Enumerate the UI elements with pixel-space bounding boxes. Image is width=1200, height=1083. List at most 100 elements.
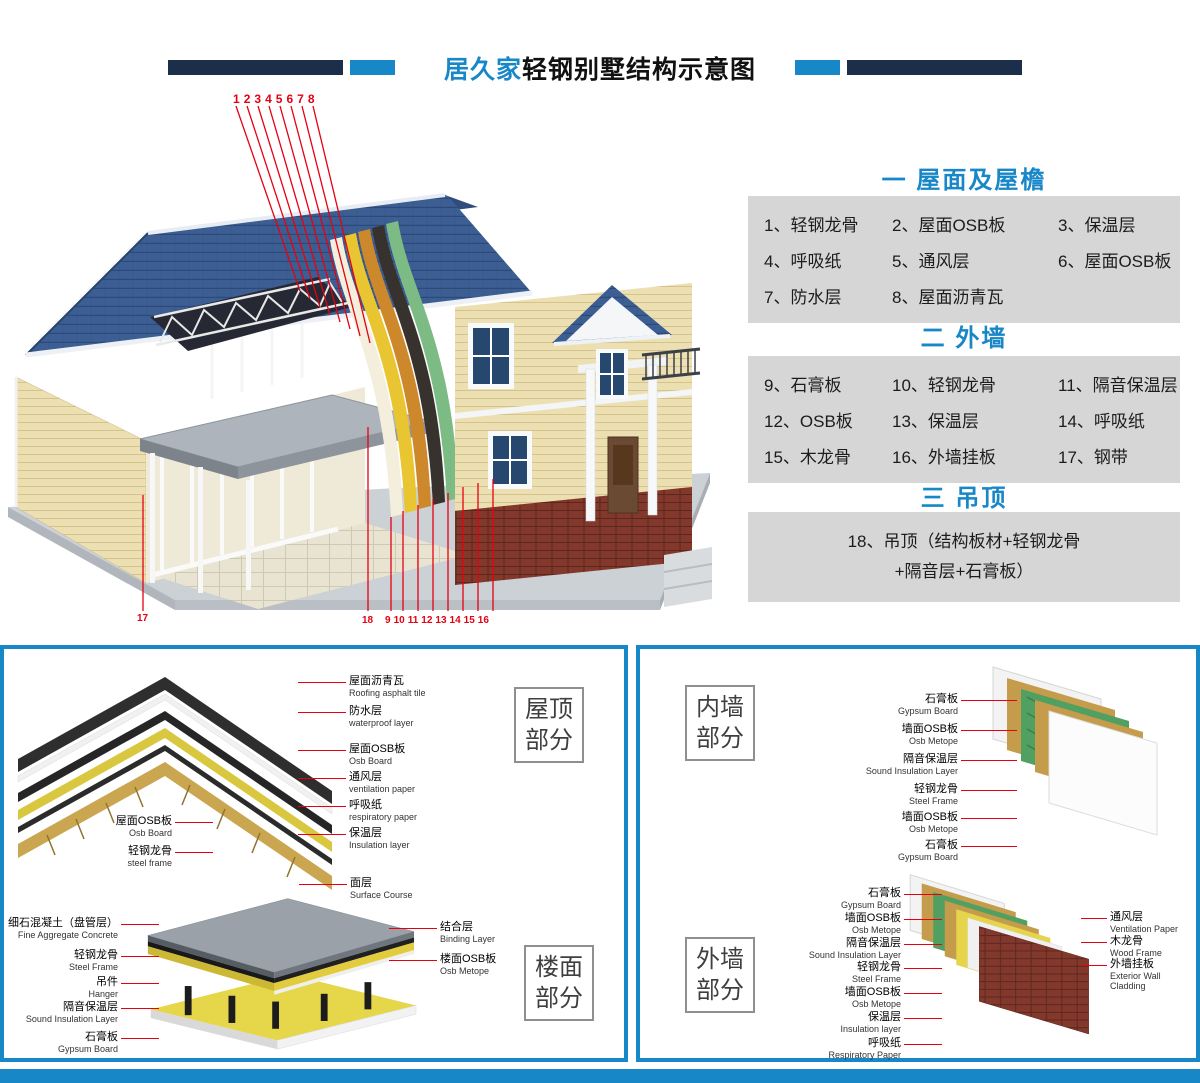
roof-floor-panel: 屋面沥青瓦 Roofing asphalt tile 防水层 waterproo… xyxy=(0,645,628,1062)
layer-label-cn: 墙面OSB板 xyxy=(901,723,958,735)
layer-label-en: Roofing asphalt tile xyxy=(349,687,426,698)
callout-number: 3 xyxy=(254,92,262,106)
walls-panel: 内墙 部分 石膏板 Gypsum Board 墙面OSB板 Osb Metope… xyxy=(636,645,1200,1062)
layer-label-cn: 外墙挂板 xyxy=(1110,958,1154,970)
bottom-accent-bar xyxy=(0,1069,1200,1083)
layer-label: 隔音保温层 Sound Insulation Layer xyxy=(753,937,942,960)
layer-label-en: waterproof layer xyxy=(349,717,414,728)
callout-number: 12 xyxy=(421,615,433,626)
layer-label: 防水层 waterproof layer xyxy=(298,705,414,728)
legend-item: 17、钢带 xyxy=(1058,448,1128,467)
layer-label: 轻钢龙骨 Steel Frame xyxy=(840,783,1017,806)
layer-label-cn: 轻钢龙骨 xyxy=(128,845,172,857)
layer-label: 呼吸纸 Respiratory Paper xyxy=(753,1037,942,1060)
exterior-wall-diagram xyxy=(909,874,1089,1035)
tag-line: 部分 xyxy=(535,985,583,1013)
layer-label: 轻钢龙骨 Steel Frame xyxy=(6,949,159,972)
legend-item: 1、轻钢龙骨 xyxy=(764,216,859,235)
interior-wall-diagram xyxy=(992,666,1158,836)
layer-label-cn: 吊件 xyxy=(96,976,118,988)
layer-label-en: Gypsum Board xyxy=(840,899,901,910)
layer-label-en: Osb Metope xyxy=(440,965,490,976)
title-text: 轻钢别墅结构示意图 xyxy=(522,56,757,84)
tag-interior-wall-section: 内墙 部分 xyxy=(685,685,755,762)
layer-label-cn: 保温层 xyxy=(868,1011,901,1023)
layer-label-en: Steel Frame xyxy=(851,973,901,984)
layer-label-en: Sound Insulation Layer xyxy=(865,765,958,776)
layer-label: 墙面OSB板 Osb Metope xyxy=(840,811,1017,834)
legend-item: 9、石膏板 xyxy=(764,376,842,395)
header-bar-right-dark xyxy=(847,60,1022,75)
layer-label-cn: 保温层 xyxy=(349,827,382,839)
layer-label: 石膏板 Gypsum Board xyxy=(6,1031,159,1054)
legend-item: 5、通风层 xyxy=(892,252,970,271)
header-bar-left-blue xyxy=(350,60,395,75)
legend-item: 16、外墙挂板 xyxy=(892,448,996,467)
callout-number: 5 xyxy=(275,92,283,106)
tag-line: 部分 xyxy=(525,727,573,755)
layer-label-en: Osb Board xyxy=(128,827,172,838)
callout-numbers-bottom: 9 10 11 12 13 14 15 16 xyxy=(385,615,489,626)
layer-label: 面层 Surface Course xyxy=(299,877,413,900)
header-bar-right-blue xyxy=(795,60,840,75)
layer-label-cn: 呼吸纸 xyxy=(349,799,382,811)
layer-label: 外墙挂板 Exterior Wall Cladding xyxy=(1081,958,1194,991)
layer-label-cn: 墙面OSB板 xyxy=(844,986,901,998)
layer-label-cn: 细石混凝土（盘管层） xyxy=(8,917,118,929)
layer-label-cn: 防水层 xyxy=(349,705,382,717)
layer-label: 墙面OSB板 Osb Metope xyxy=(753,986,942,1009)
layer-label-cn: 结合层 xyxy=(440,921,473,933)
header-bar-left-dark xyxy=(168,60,343,75)
layer-label: 通风层 ventilation paper xyxy=(297,771,416,794)
legend-heading-roof: 一 屋面及屋檐 xyxy=(881,167,1047,194)
layer-label-cn: 通风层 xyxy=(349,771,382,783)
callout-number: 16 xyxy=(477,615,489,626)
layer-label: 木龙骨 Wood Frame xyxy=(1081,935,1162,958)
layer-label-cn: 隔音保温层 xyxy=(846,937,901,949)
callout-number: 14 xyxy=(449,615,461,626)
layer-label-cn: 轻钢龙骨 xyxy=(74,949,118,961)
layer-label-cn: 通风层 xyxy=(1110,911,1143,923)
layer-label-en: Steel Frame xyxy=(68,961,118,972)
layer-label-en: Fine Aggregate Concrete xyxy=(17,929,118,940)
layer-label-en: Respiratory Paper xyxy=(828,1049,901,1060)
layer-label: 石膏板 Gypsum Board xyxy=(753,887,942,910)
roof-layers-diagram xyxy=(17,677,333,890)
legend-item: 10、轻钢龙骨 xyxy=(892,376,996,395)
layer-label-en: Sound Insulation Layer xyxy=(808,949,901,960)
layer-label-en: Insulation layer xyxy=(349,839,410,850)
legend-item: 8、屋面沥青瓦 xyxy=(892,288,1004,307)
tag-line: 外墙 xyxy=(696,946,744,973)
legend-item: 13、保温层 xyxy=(892,412,979,431)
legend-item: 12、OSB板 xyxy=(764,412,853,431)
layer-label: 楼面OSB板 Osb Metope xyxy=(388,953,496,976)
layer-label-en: Binding Layer xyxy=(440,933,496,944)
layer-label-cn: 屋面OSB板 xyxy=(349,743,406,755)
layer-label: 屋面沥青瓦 Roofing asphalt tile xyxy=(298,675,426,698)
legend-item: 15、木龙骨 xyxy=(764,448,851,467)
layer-label: 轻钢龙骨 Steel Frame xyxy=(753,961,942,984)
layer-label-en: Ventilation Paper xyxy=(1110,923,1179,934)
layer-label-cn: 石膏板 xyxy=(925,839,958,851)
layer-label: 呼吸纸 respiratory paper xyxy=(297,799,417,822)
tag-line: 部分 xyxy=(696,977,744,1005)
legend-box-wall: 9、石膏板 10、轻钢龙骨 11、隔音保温层 12、OSB板 13、保温层 14… xyxy=(748,356,1180,483)
layer-label: 石膏板 Gypsum Board xyxy=(840,693,1017,716)
layer-label-cn: 屋面沥青瓦 xyxy=(349,675,404,687)
legend-item: 4、呼吸纸 xyxy=(764,252,842,271)
tag-line: 屋顶 xyxy=(525,696,573,723)
layer-label-en: Osb Metope xyxy=(851,924,901,935)
legend-heading-ceiling: 三 吊顶 xyxy=(920,485,1008,512)
floor-layers-diagram xyxy=(146,898,417,1050)
legend-item: 3、保温层 xyxy=(1058,216,1136,235)
callout-number: 13 xyxy=(435,615,447,626)
layer-label-cn: 石膏板 xyxy=(868,887,901,899)
layer-label-en: Gypsum Board xyxy=(57,1043,118,1054)
layer-label: 通风层 Ventilation Paper xyxy=(1080,911,1179,934)
layer-label-cn: 面层 xyxy=(350,877,372,889)
legend-item: +隔音层+石膏板） xyxy=(894,561,1034,581)
layer-label-en: Sound Insulation Layer xyxy=(25,1013,118,1024)
layer-label-cn: 石膏板 xyxy=(925,693,958,705)
layer-label-en: ventilation paper xyxy=(349,783,416,794)
